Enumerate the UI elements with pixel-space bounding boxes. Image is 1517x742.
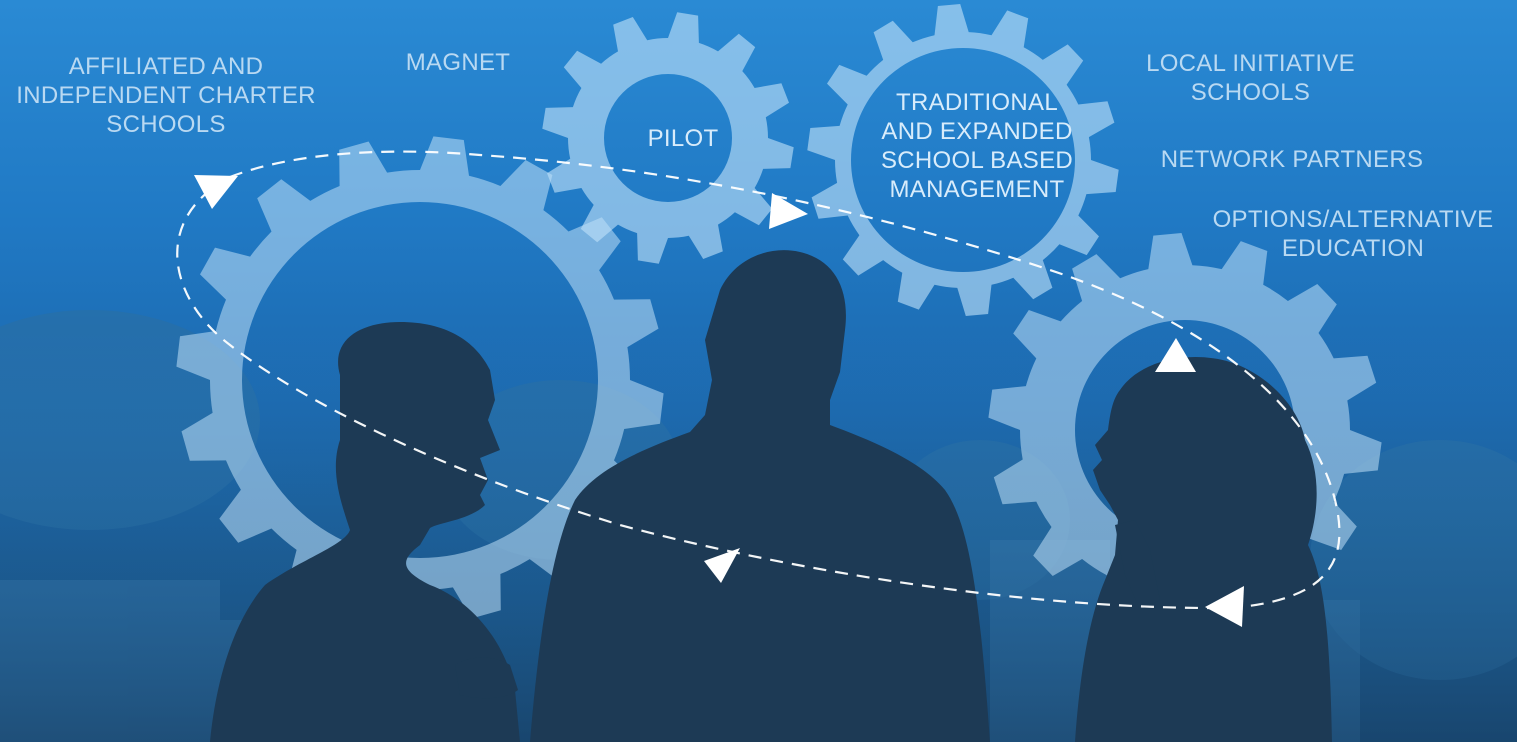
arrow-head-bottom-center <box>704 548 740 583</box>
label-options-alternative: OPTIONS/ALTERNATIVE EDUCATION <box>1197 205 1509 263</box>
label-line: SCHOOL BASED <box>880 147 1074 174</box>
center-person-silhouette <box>530 250 990 742</box>
silhouettes <box>210 250 1332 742</box>
right-person-hand <box>1115 520 1160 610</box>
label-line: EDUCATION <box>1281 235 1425 262</box>
right-person-silhouette <box>1075 357 1332 742</box>
label-magnet: MAGNET <box>388 48 528 77</box>
label-line: SCHOOLS <box>106 111 226 138</box>
label-line: AND EXPANDED <box>881 118 1073 145</box>
label-network-partners: NETWORK PARTNERS <box>1147 145 1437 174</box>
label-line: AFFILIATED AND <box>68 53 264 80</box>
label-line: TRADITIONAL <box>896 89 1058 116</box>
label-affiliated-charter: AFFILIATED AND INDEPENDENT CHARTER SCHOO… <box>5 52 327 139</box>
label-line: NETWORK PARTNERS <box>1160 146 1424 173</box>
gear-pilot-icon <box>542 12 794 264</box>
left-person-hand <box>455 657 518 699</box>
label-traditional-sbm: TRADITIONAL AND EXPANDED SCHOOL BASED MA… <box>862 88 1092 204</box>
label-line: SCHOOLS <box>1190 79 1311 106</box>
label-local-initiative: LOCAL INITIATIVE SCHOOLS <box>1128 49 1373 107</box>
label-line: INDEPENDENT CHARTER <box>16 82 316 109</box>
arrow-head-top-left <box>194 175 238 209</box>
arrow-head-bottom-right <box>1205 586 1244 627</box>
label-line: OPTIONS/ALTERNATIVE <box>1212 206 1494 233</box>
left-person-silhouette <box>210 322 520 742</box>
cycle-path <box>176 150 1341 627</box>
arrow-head-top-center <box>769 193 808 229</box>
label-line: LOCAL INITIATIVE <box>1146 50 1355 77</box>
label-pilot: PILOT <box>623 124 743 153</box>
label-line: MANAGEMENT <box>889 176 1065 203</box>
arrow-head-right <box>1155 338 1196 372</box>
label-line: PILOT <box>647 125 719 152</box>
label-line: MAGNET <box>405 49 511 76</box>
